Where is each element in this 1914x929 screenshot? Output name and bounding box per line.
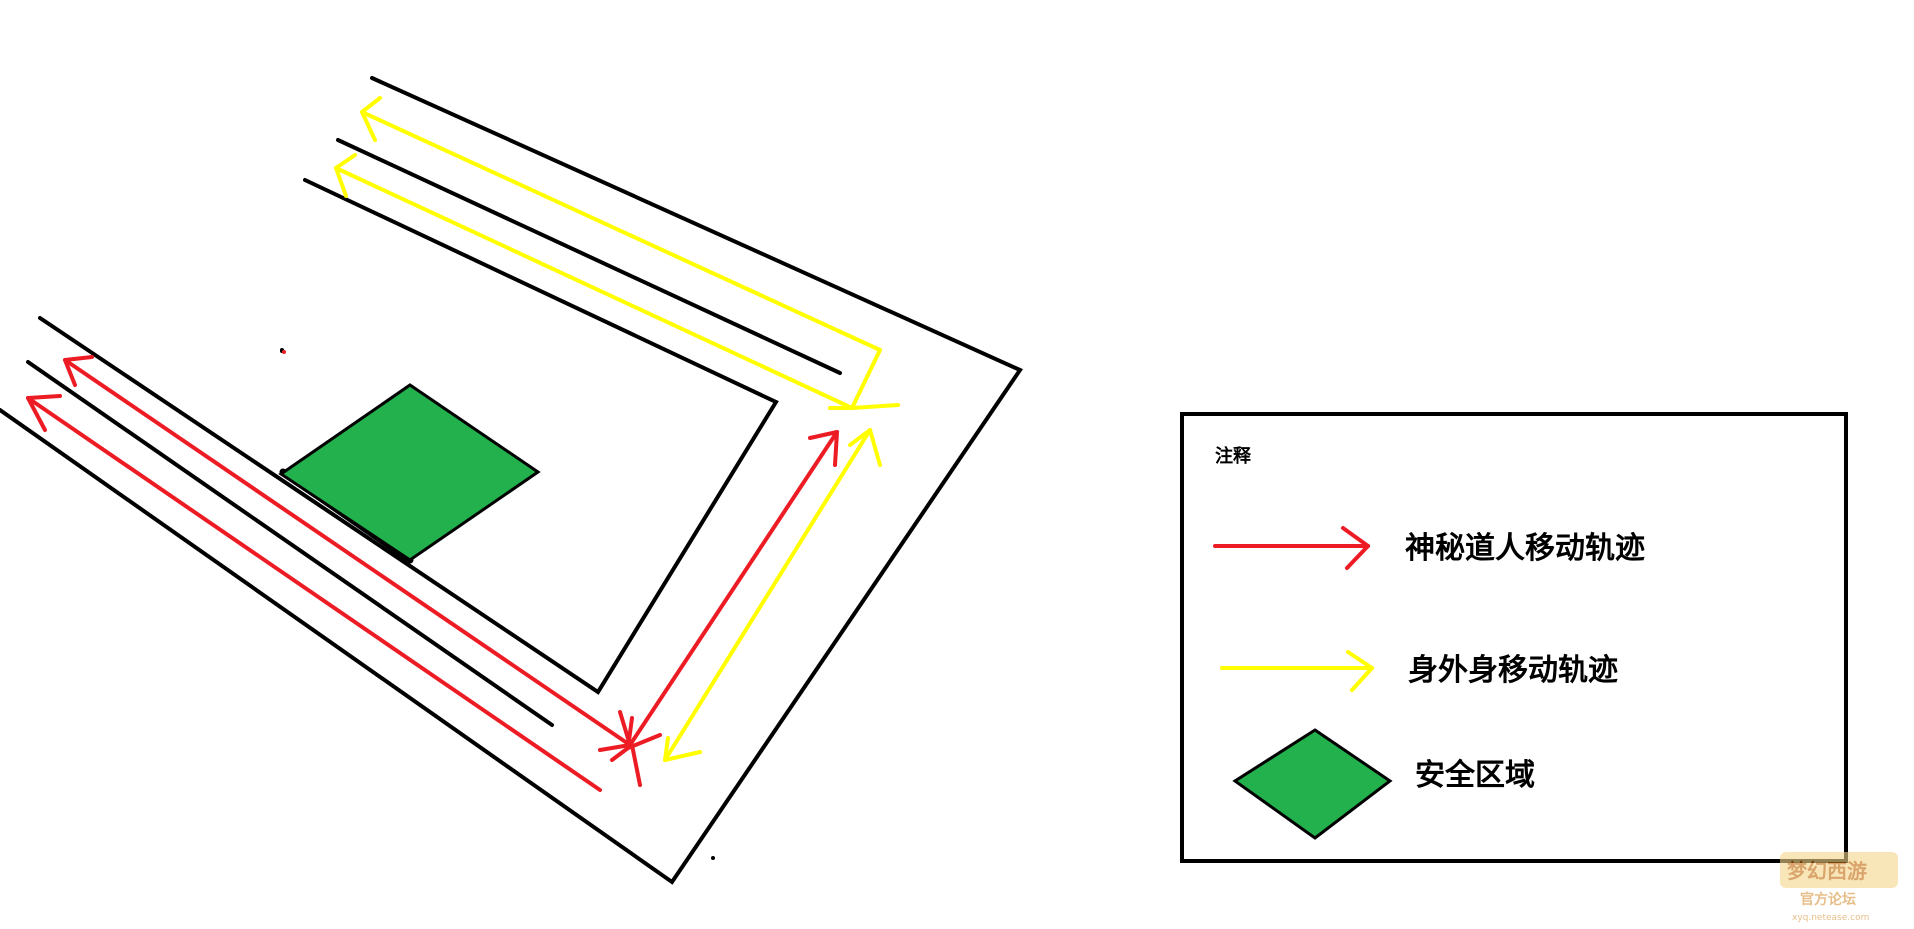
- red-arrowhead-diagonal-top: [808, 430, 839, 467]
- legend-label-red: 神秘道人移动轨迹: [1405, 531, 1645, 566]
- watermark-sub-text: 官方论坛: [1800, 891, 1856, 908]
- yellow-path-segment-inner: [334, 166, 854, 410]
- yellow-arrowhead-diagonal-bottom: [663, 736, 702, 762]
- outer-wall: [0, 76, 1023, 885]
- red-path-segment-diagonal: [626, 430, 839, 750]
- red-arrowhead-bottom-upper: [598, 710, 632, 752]
- red-path: [26, 355, 839, 792]
- legend-label-yellow: 身外身移动轨迹: [1408, 653, 1618, 688]
- legend: 注释 神秘道人移动轨迹 身外身移动轨迹 安全区域: [1180, 412, 1848, 863]
- yellow-path-segment-corner: [850, 348, 882, 410]
- middle-wall-upper: [336, 138, 842, 375]
- legend-title: 注释: [1215, 445, 1252, 467]
- red-arrowhead-top-left-lower: [26, 394, 62, 432]
- yellow-arrowhead-diagonal-top: [848, 428, 882, 467]
- red-arrowhead-diagonal-bottom: [626, 716, 662, 750]
- red-arrowhead-top-left-upper: [63, 355, 94, 387]
- red-path-segment-upper: [63, 358, 632, 747]
- safe-zone: [278, 383, 541, 562]
- watermark-logo: 梦幻西游 官方论坛 xyq.netease.com: [1780, 852, 1898, 923]
- stray-dot-black: [711, 856, 715, 860]
- watermark-logo-text: 梦幻西游: [1787, 859, 1867, 883]
- yellow-path-segment-diagonal: [663, 428, 872, 762]
- legend-label-green: 安全区域: [1415, 758, 1535, 793]
- watermark-url: xyq.netease.com: [1792, 913, 1869, 923]
- yellow-arrowhead-corner: [828, 403, 900, 410]
- red-path-segment-lower: [26, 396, 602, 792]
- middle-wall-lower: [26, 360, 554, 727]
- yellow-path: [334, 96, 900, 762]
- yellow-path-segment-outer: [360, 110, 882, 352]
- yellow-arrowhead-top-inner: [334, 153, 357, 198]
- stray-dot-red: [282, 350, 286, 354]
- inner-wall: [38, 178, 779, 695]
- legend-red-arrow-icon: [1213, 526, 1370, 570]
- yellow-arrowhead-top-outer: [360, 96, 382, 142]
- legend-yellow-arrow-icon: [1220, 650, 1374, 692]
- legend-green-diamond-icon: [1232, 728, 1393, 840]
- red-arrowhead-bottom-lower: [610, 743, 642, 787]
